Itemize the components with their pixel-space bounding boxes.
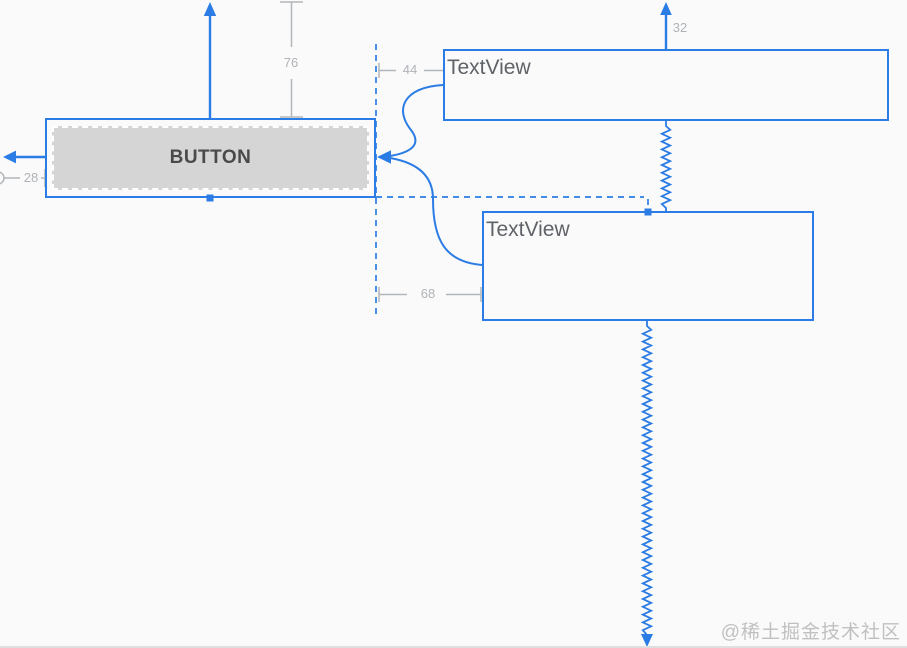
arrowheads — [3, 2, 672, 647]
constraint-curve-textview-middle[interactable] — [389, 157, 483, 266]
textview-middle-label: TextView — [486, 218, 570, 241]
textview-top-widget[interactable]: TextView — [443, 49, 889, 121]
margin-label-68[interactable]: 68 — [420, 286, 436, 301]
constraint-lines — [14, 13, 668, 159]
guideline-group — [375, 44, 649, 315]
arrowhead-up-textview-top — [660, 2, 672, 15]
arrowhead-left-button — [3, 150, 16, 164]
margin-label-76[interactable]: 76 — [283, 55, 299, 70]
spring-textviews-vertical[interactable] — [659, 121, 673, 211]
textview-middle-widget[interactable]: TextView — [482, 211, 814, 321]
margin-label-44[interactable]: 44 — [402, 62, 418, 77]
watermark-text: @稀土掘金技术社区 — [720, 622, 901, 643]
arrowhead-up-button — [203, 2, 217, 16]
constraint-curve-textview-top[interactable] — [389, 84, 444, 157]
constraint-curves — [389, 84, 483, 266]
parent-anchor-circle — [0, 171, 5, 185]
measurement-lines — [0, 1, 482, 302]
arrowhead-down-bottom — [641, 634, 653, 647]
canvas-bottom-edge — [0, 646, 907, 648]
button-widget[interactable]: BUTTON — [45, 118, 376, 198]
button-label: BUTTON — [169, 147, 252, 168]
margin-label-32[interactable]: 32 — [672, 20, 688, 35]
margin-label-28[interactable]: 28 — [23, 170, 39, 185]
button-inner-fill[interactable]: BUTTON — [52, 126, 369, 190]
spring-textview-middle-bottom[interactable] — [640, 321, 654, 638]
arrowhead-into-button-right — [377, 150, 391, 164]
anchor-button-bottom[interactable] — [206, 194, 214, 202]
constraint-springs — [640, 121, 673, 638]
textview-top-label: TextView — [447, 56, 531, 79]
